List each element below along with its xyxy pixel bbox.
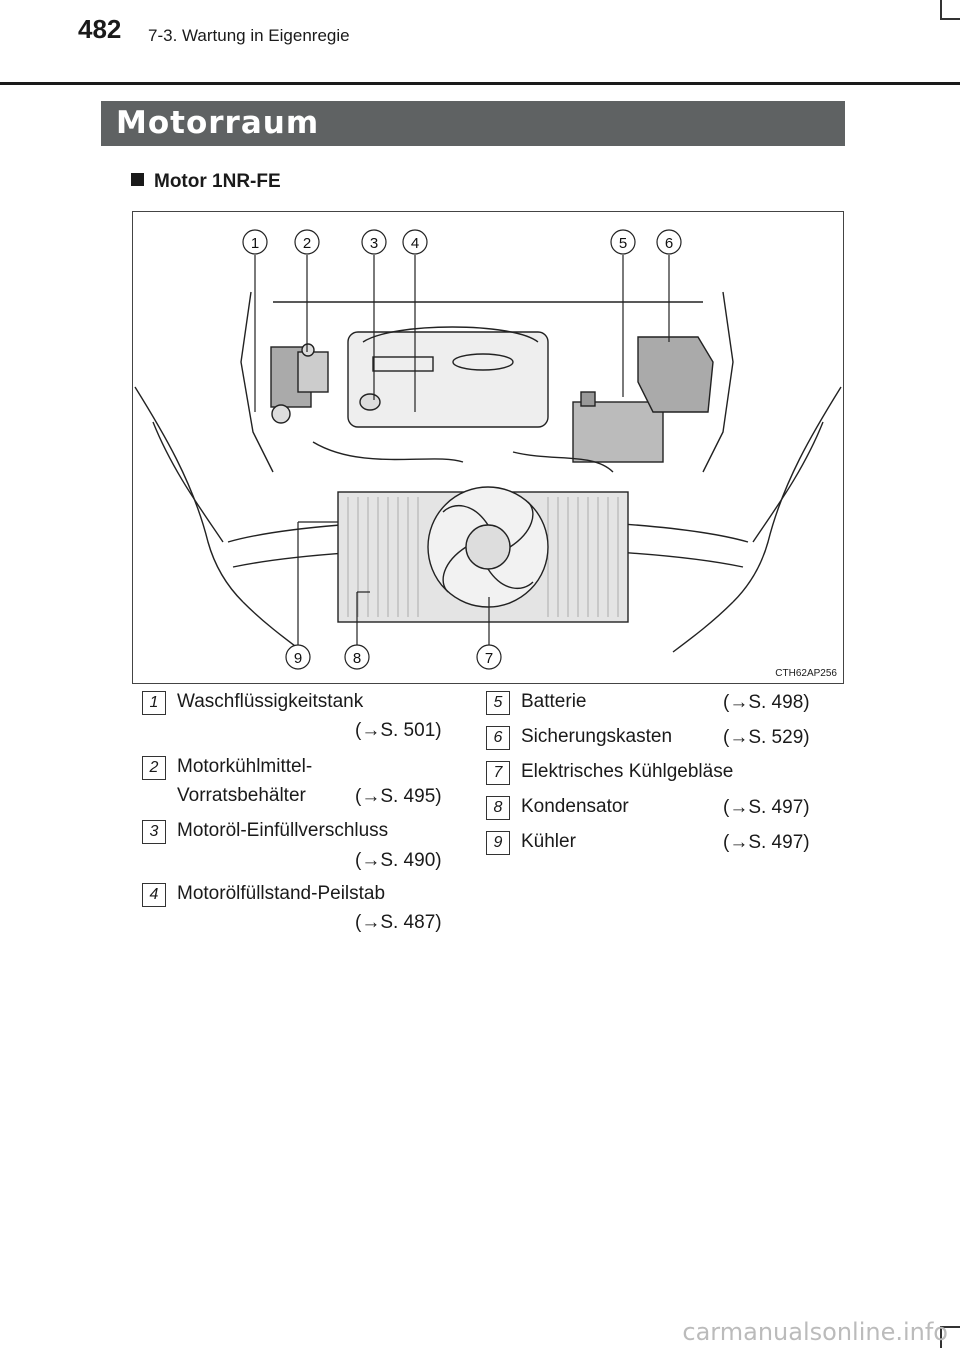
legend-number-4: 4	[142, 883, 166, 907]
legend-number-2: 2	[142, 756, 166, 780]
legend-label-4: Motorölfüllstand-Peilstab	[177, 883, 386, 904]
legend-ref-9: (→S. 497)	[723, 832, 810, 853]
callout-4: 4	[411, 235, 419, 252]
legend-number-1: 1	[142, 691, 166, 715]
callout-7: 7	[485, 650, 493, 667]
callout-1: 1	[251, 235, 259, 252]
subheading-text: Motor 1NR-FE	[154, 171, 281, 192]
callout-8: 8	[353, 650, 361, 667]
crop-mark	[940, 1326, 960, 1328]
legend-ref-5: (→S. 498)	[723, 692, 810, 713]
legend-number-6: 6	[486, 726, 510, 750]
legend-number-9: 9	[486, 831, 510, 855]
legend-number-7: 7	[486, 761, 510, 785]
subheading: Motor 1NR-FE	[131, 171, 281, 193]
legend-label-2b: Vorratsbehälter	[177, 785, 306, 806]
header-rule	[0, 82, 960, 85]
legend-ref-8: (→S. 497)	[723, 797, 810, 818]
callout-5: 5	[619, 235, 627, 252]
legend-ref-1: (→S. 501)	[355, 720, 442, 741]
engine-bay-figure: 1 2 3 4 5 6 7 8 9 CTH62AP256	[132, 211, 844, 684]
callout-2: 2	[303, 235, 311, 252]
legend-number-3: 3	[142, 820, 166, 844]
section-title: Motorraum	[116, 105, 320, 141]
legend-ref-2: (→S. 495)	[355, 786, 442, 807]
legend-ref-4: (→S. 487)	[355, 912, 442, 933]
callout-9: 9	[294, 650, 302, 667]
chapter-title: 7-3. Wartung in Eigenregie	[148, 26, 350, 45]
legend-ref-3: (→S. 490)	[355, 850, 442, 871]
watermark: carmanualsonline.info	[682, 1318, 948, 1346]
engine-bay-illustration: 1 2 3 4 5 6 7 8 9	[134, 229, 842, 670]
legend-label-3: Motoröl-Einfüllverschluss	[177, 820, 389, 841]
crop-mark	[940, 0, 942, 18]
legend-ref-6: (→S. 529)	[723, 727, 810, 748]
legend-label-2: Motorkühlmittel-	[177, 756, 313, 777]
legend-number-5: 5	[486, 691, 510, 715]
legend-label-6: Sicherungskasten	[521, 726, 673, 747]
square-bullet-icon	[131, 173, 144, 186]
legend-label-9: Kühler	[521, 831, 576, 852]
page-number: 482	[78, 14, 122, 44]
legend-label-1: Waschflüssigkeitstank	[177, 691, 364, 712]
crop-mark	[940, 18, 960, 20]
crop-mark	[940, 1326, 942, 1348]
callout-6: 6	[665, 235, 673, 252]
section-banner: Motorraum	[101, 101, 845, 146]
figure-code: CTH62AP256	[775, 668, 837, 679]
legend-label-7: Elektrisches Kühlgebläse	[521, 761, 734, 782]
legend-label-8: Kondensator	[521, 796, 629, 817]
legend-number-8: 8	[486, 796, 510, 820]
legend-label-5: Batterie	[521, 691, 587, 712]
callout-3: 3	[370, 235, 378, 252]
